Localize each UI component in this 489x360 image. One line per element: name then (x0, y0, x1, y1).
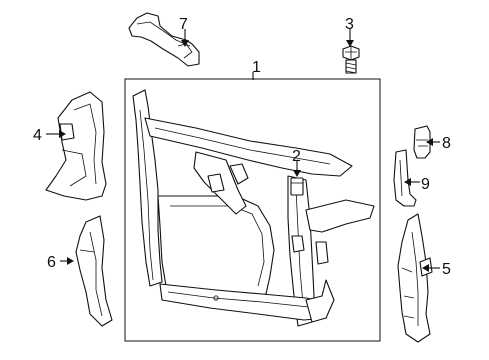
callout-7: 7 (179, 16, 188, 33)
arrow-3 (346, 40, 354, 47)
part-9-bracket (393, 149, 417, 207)
arrow-8 (426, 138, 433, 146)
callout-4: 4 (33, 127, 42, 144)
part-5-air-guide (397, 213, 433, 343)
arrow-4 (59, 130, 66, 138)
part-6-air-guide (75, 215, 113, 327)
arrow-6 (67, 257, 74, 265)
callout-2: 2 (292, 148, 301, 165)
arrow-2 (293, 170, 301, 177)
part-4-air-guide (45, 91, 107, 201)
callout-1: 1 (252, 59, 261, 76)
part-1-radiator-support (132, 89, 375, 327)
callout-6: 6 (47, 254, 56, 271)
callout-9: 9 (421, 176, 430, 193)
callout-5: 5 (442, 261, 451, 278)
part-8-clip (413, 125, 431, 159)
arrow-5 (422, 264, 429, 272)
part-7-bracket (128, 12, 200, 67)
callout-3: 3 (345, 16, 354, 33)
part-2-nut (290, 177, 304, 196)
part-3-bolt (342, 45, 360, 74)
arrow-7 (181, 40, 189, 47)
callout-8: 8 (442, 135, 451, 152)
arrow-9 (404, 178, 411, 186)
